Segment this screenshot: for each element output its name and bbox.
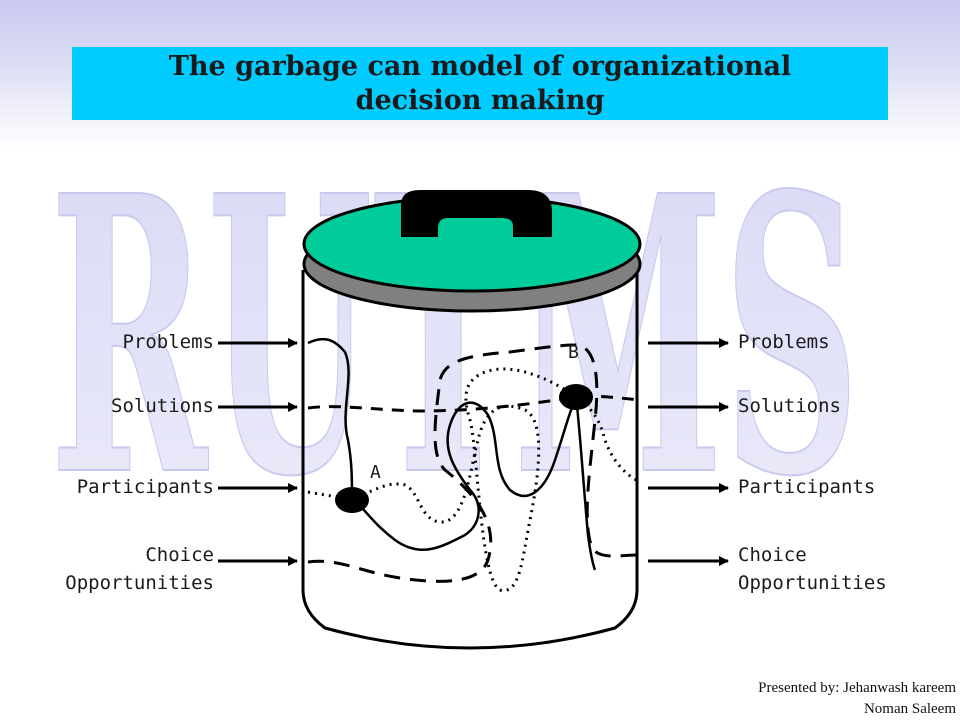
presenter-line-2: Noman Saleem — [863, 701, 956, 717]
decision-point-b — [559, 384, 593, 410]
solutions-stream — [307, 394, 641, 413]
decision-point-b-label: B — [568, 342, 579, 363]
presenter-line-1: Presented by: Jehanwash kareem — [758, 680, 956, 696]
choice-stream — [307, 343, 641, 583]
problems-stream — [307, 337, 597, 571]
output-label-solutions: Solutions — [738, 395, 841, 417]
input-label-solutions: Solutions — [111, 395, 214, 417]
input-label-participants: Participants — [76, 476, 214, 498]
decision-point-a-label: A — [370, 462, 381, 483]
input-label-choice: Choice Opportunities — [65, 544, 214, 594]
lid-handle-icon — [401, 190, 552, 237]
slide-title: The garbage can model of organizational … — [168, 50, 792, 116]
output-label-problems: Problems — [738, 331, 830, 353]
input-label-problems: Problems — [122, 331, 214, 353]
participants-stream — [307, 367, 641, 592]
presenter-credits: Presented by: Jehanwash kareem Noman Sal… — [758, 678, 956, 720]
decision-point-a — [335, 487, 369, 513]
slide-title-bar: The garbage can model of organizational … — [72, 47, 888, 120]
can-body — [301, 270, 639, 650]
output-label-participants: Participants — [738, 476, 876, 498]
output-label-choice: Choice Opportunities — [738, 544, 887, 594]
